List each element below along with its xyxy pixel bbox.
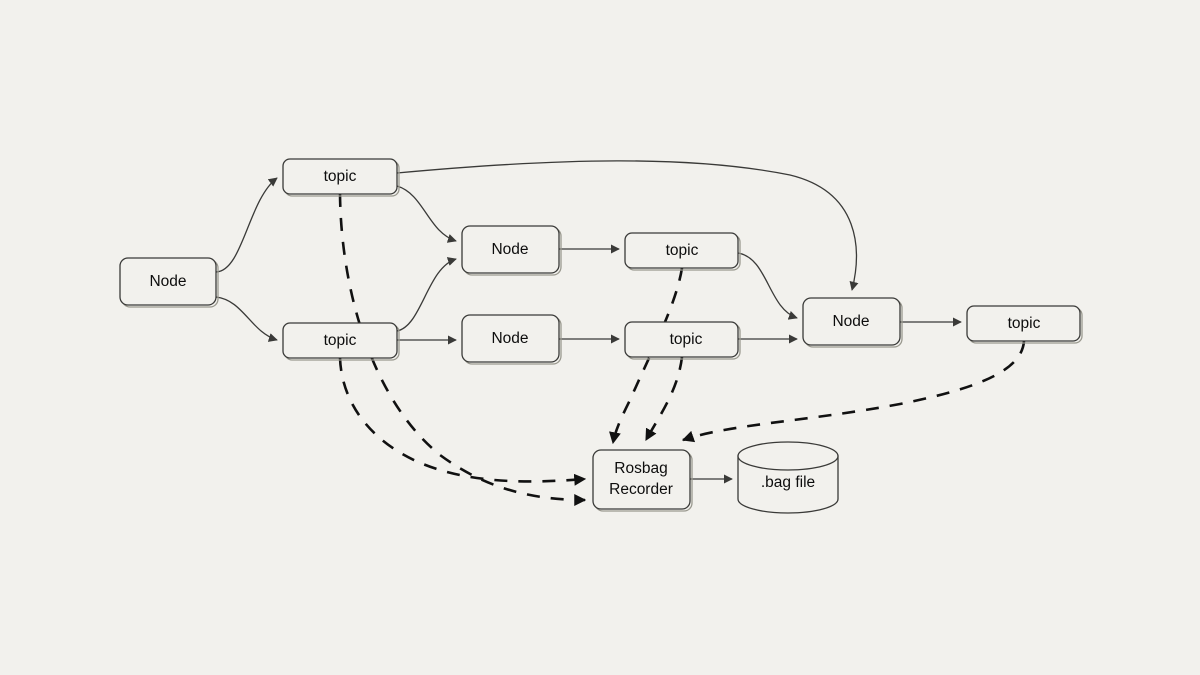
topic-top-left-label: topic: [324, 168, 357, 185]
node-mid-top-label: Node: [491, 241, 528, 258]
node-box-topic-mid-bot[interactable]: topic: [624, 321, 741, 360]
topic-right-label: topic: [1008, 315, 1041, 332]
edge-topic-top-left-to-rosbag: [338, 193, 587, 506]
bag-file-cylinder-body: [737, 455, 839, 514]
rosbag-recorder-label-line2: Recorder: [609, 481, 673, 498]
topic-mid-top-label: topic: [666, 242, 699, 259]
edge-node-left-to-topic-top-left: [215, 177, 278, 273]
edge-topic-mid-bot-to-rosbag: [644, 356, 684, 442]
edge-topic-right-to-rosbag: [681, 340, 1026, 443]
node-box-topic-mid-top[interactable]: topic: [624, 232, 741, 271]
edge-topic-mid-top-to-node-right: [737, 252, 798, 320]
node-cylinder-bag-file[interactable]: .bag file: [737, 441, 839, 514]
edge-topic-bot-left-to-rosbag: [338, 357, 587, 486]
node-box-topic-bot-left[interactable]: topic: [282, 322, 400, 361]
node-box-topic-right[interactable]: topic: [966, 305, 1083, 344]
node-box-node-right[interactable]: Node: [802, 297, 903, 348]
solid-edge-layer: [215, 160, 962, 484]
edge-topic-top-left-to-node-right: [396, 160, 859, 291]
node-box-topic-top-left[interactable]: topic: [282, 158, 400, 197]
node-box-node-left[interactable]: Node: [119, 257, 219, 308]
rosbag-recorder-label-line1: Rosbag: [614, 460, 667, 477]
edge-topic-mid-top-to-rosbag: [609, 267, 684, 445]
edge-node-left-to-topic-bot-left: [215, 296, 278, 342]
node-layer: Node topic topic Node: [119, 158, 1083, 514]
topic-mid-bot-label: topic: [670, 331, 703, 348]
edge-topic-bot-left-to-node-mid-top: [396, 257, 457, 332]
node-box-rosbag-recorder[interactable]: Rosbag Recorder: [592, 449, 693, 512]
dashed-edge-layer: [338, 193, 1026, 506]
node-mid-bot-label: Node: [491, 330, 528, 347]
node-right-label: Node: [832, 313, 869, 330]
bag-file-label: .bag file: [761, 474, 815, 491]
bag-file-cylinder-top: [737, 441, 839, 471]
node-box-node-mid-top[interactable]: Node: [461, 225, 562, 276]
node-box-node-mid-bot[interactable]: Node: [461, 314, 562, 365]
topic-bot-left-label: topic: [324, 332, 357, 349]
node-left-label: Node: [149, 273, 186, 290]
edge-topic-top-left-to-node-mid-top: [396, 185, 457, 243]
